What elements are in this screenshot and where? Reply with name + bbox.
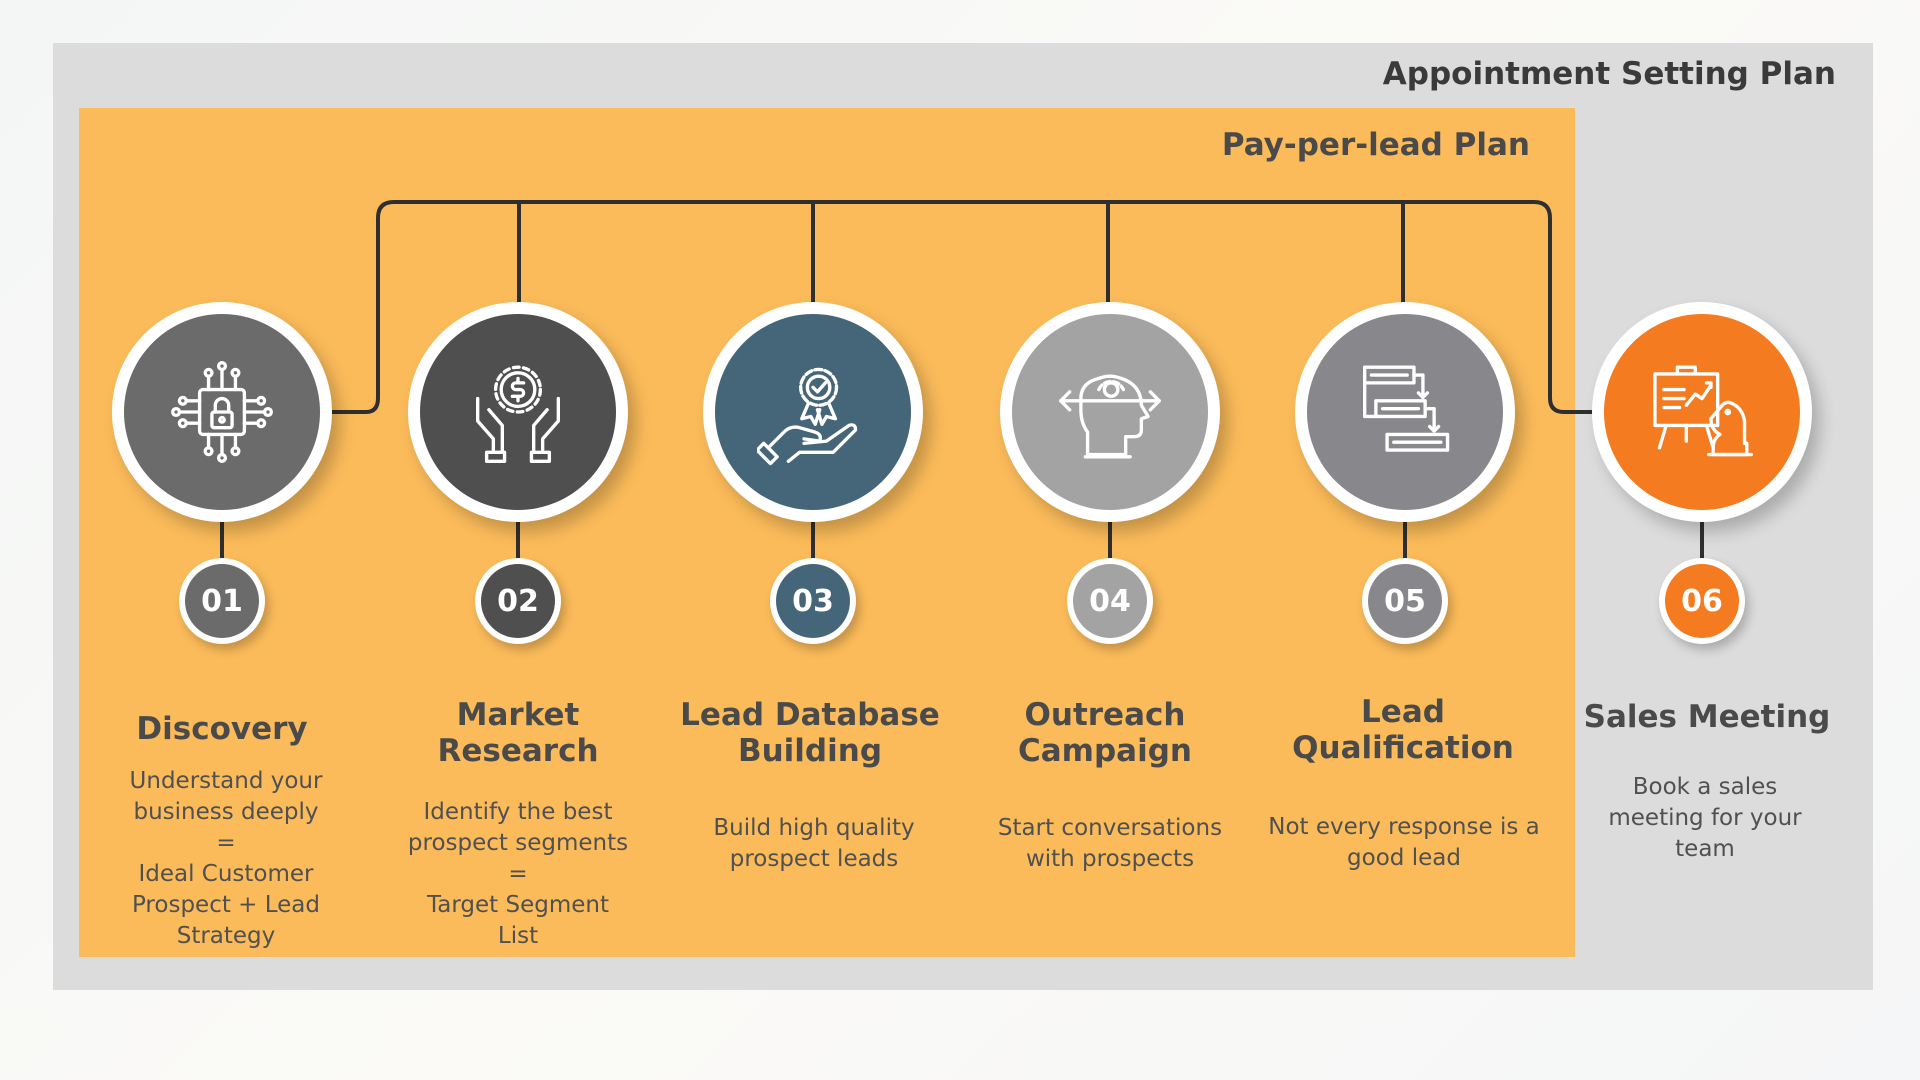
step-02-circle bbox=[408, 302, 628, 522]
step-description: Not every response is a good lead bbox=[1268, 814, 1540, 871]
step-01-circle bbox=[112, 302, 332, 522]
step-number: 03 bbox=[776, 564, 850, 638]
step-03-circle bbox=[703, 302, 923, 522]
step-title: Market Research bbox=[437, 697, 599, 769]
step-title: Lead Database Building bbox=[680, 697, 940, 769]
step-description: Build high quality prospect leads bbox=[713, 815, 915, 872]
step-number: 04 bbox=[1073, 564, 1147, 638]
head-gear-arrows-icon bbox=[1059, 374, 1161, 459]
step-number: 05 bbox=[1368, 564, 1442, 638]
step-title: Outreach Campaign bbox=[1018, 697, 1192, 769]
hands-dollar-gear-icon bbox=[476, 365, 560, 463]
step-03-badge: 03 bbox=[770, 558, 856, 644]
step-title: Sales Meeting bbox=[1583, 699, 1831, 735]
step-title: Discovery bbox=[136, 711, 308, 747]
circuit-lock-icon bbox=[171, 361, 273, 463]
step-05-circle bbox=[1295, 302, 1515, 522]
step-02-badge: 02 bbox=[475, 558, 561, 644]
step-05-badge: 05 bbox=[1362, 558, 1448, 644]
step-description: Start conversations with prospects bbox=[997, 815, 1223, 872]
step-01-badge: 01 bbox=[179, 558, 265, 644]
step-06-badge: 06 bbox=[1659, 558, 1745, 644]
section-title: Pay-per-lead Plan bbox=[1221, 127, 1530, 163]
step-04-badge: 04 bbox=[1067, 558, 1153, 644]
step-description: Identify the best prospect segments = Ta… bbox=[407, 799, 629, 949]
step-number: 02 bbox=[481, 564, 555, 638]
page-title: Appointment Setting Plan bbox=[1382, 56, 1836, 92]
presentation-chess-knight-icon bbox=[1653, 365, 1753, 457]
step-number: 01 bbox=[185, 564, 259, 638]
step-description: Book a sales meeting for your team bbox=[1608, 774, 1802, 862]
connector-bus bbox=[332, 200, 1598, 414]
flowchart-filter-icon bbox=[1363, 365, 1450, 452]
step-number: 06 bbox=[1665, 564, 1739, 638]
step-04-circle bbox=[1000, 302, 1220, 522]
hand-award-badge-icon bbox=[757, 367, 858, 466]
step-title: Lead Qualification bbox=[1292, 694, 1514, 766]
step-description: Understand your business deeply = Ideal … bbox=[129, 768, 323, 949]
step-06-circle bbox=[1592, 302, 1812, 522]
pay-per-lead-panel bbox=[79, 108, 1575, 957]
